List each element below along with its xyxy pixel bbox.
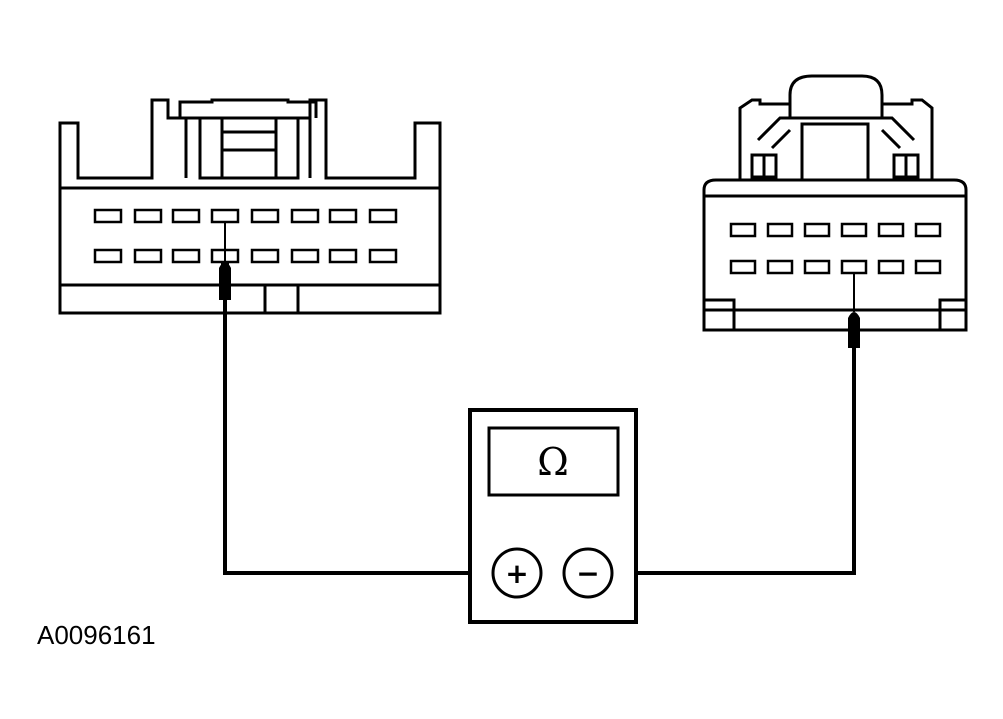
negative-test-lead [612, 348, 856, 575]
right-connector [702, 74, 968, 332]
right-connector-pins-row-1 [729, 222, 942, 238]
left-connector-pins-row-1 [93, 208, 398, 224]
left-connector-pins-row-2 [93, 248, 398, 264]
left-connector-latch [178, 98, 318, 118]
multimeter-display [487, 426, 620, 497]
negative-terminal-label: − [576, 557, 599, 590]
positive-terminal-label: + [505, 557, 528, 590]
right-connector-pins-row-2 [729, 259, 942, 275]
right-connector-upper-body [738, 98, 934, 180]
positive-test-lead [223, 300, 495, 575]
right-probe [848, 273, 860, 348]
negative-terminal [562, 547, 614, 599]
right-connector-latch [788, 74, 884, 118]
left-probe [219, 222, 231, 300]
multimeter: Ω + − [468, 408, 638, 624]
right-connector-housing [702, 178, 968, 332]
positive-terminal [491, 547, 543, 599]
figure-id: A0096161 [37, 620, 156, 650]
left-connector [58, 98, 442, 315]
left-connector-housing [58, 98, 442, 315]
ohm-symbol: Ω [537, 440, 569, 484]
left-connector-latch-window [198, 116, 300, 180]
